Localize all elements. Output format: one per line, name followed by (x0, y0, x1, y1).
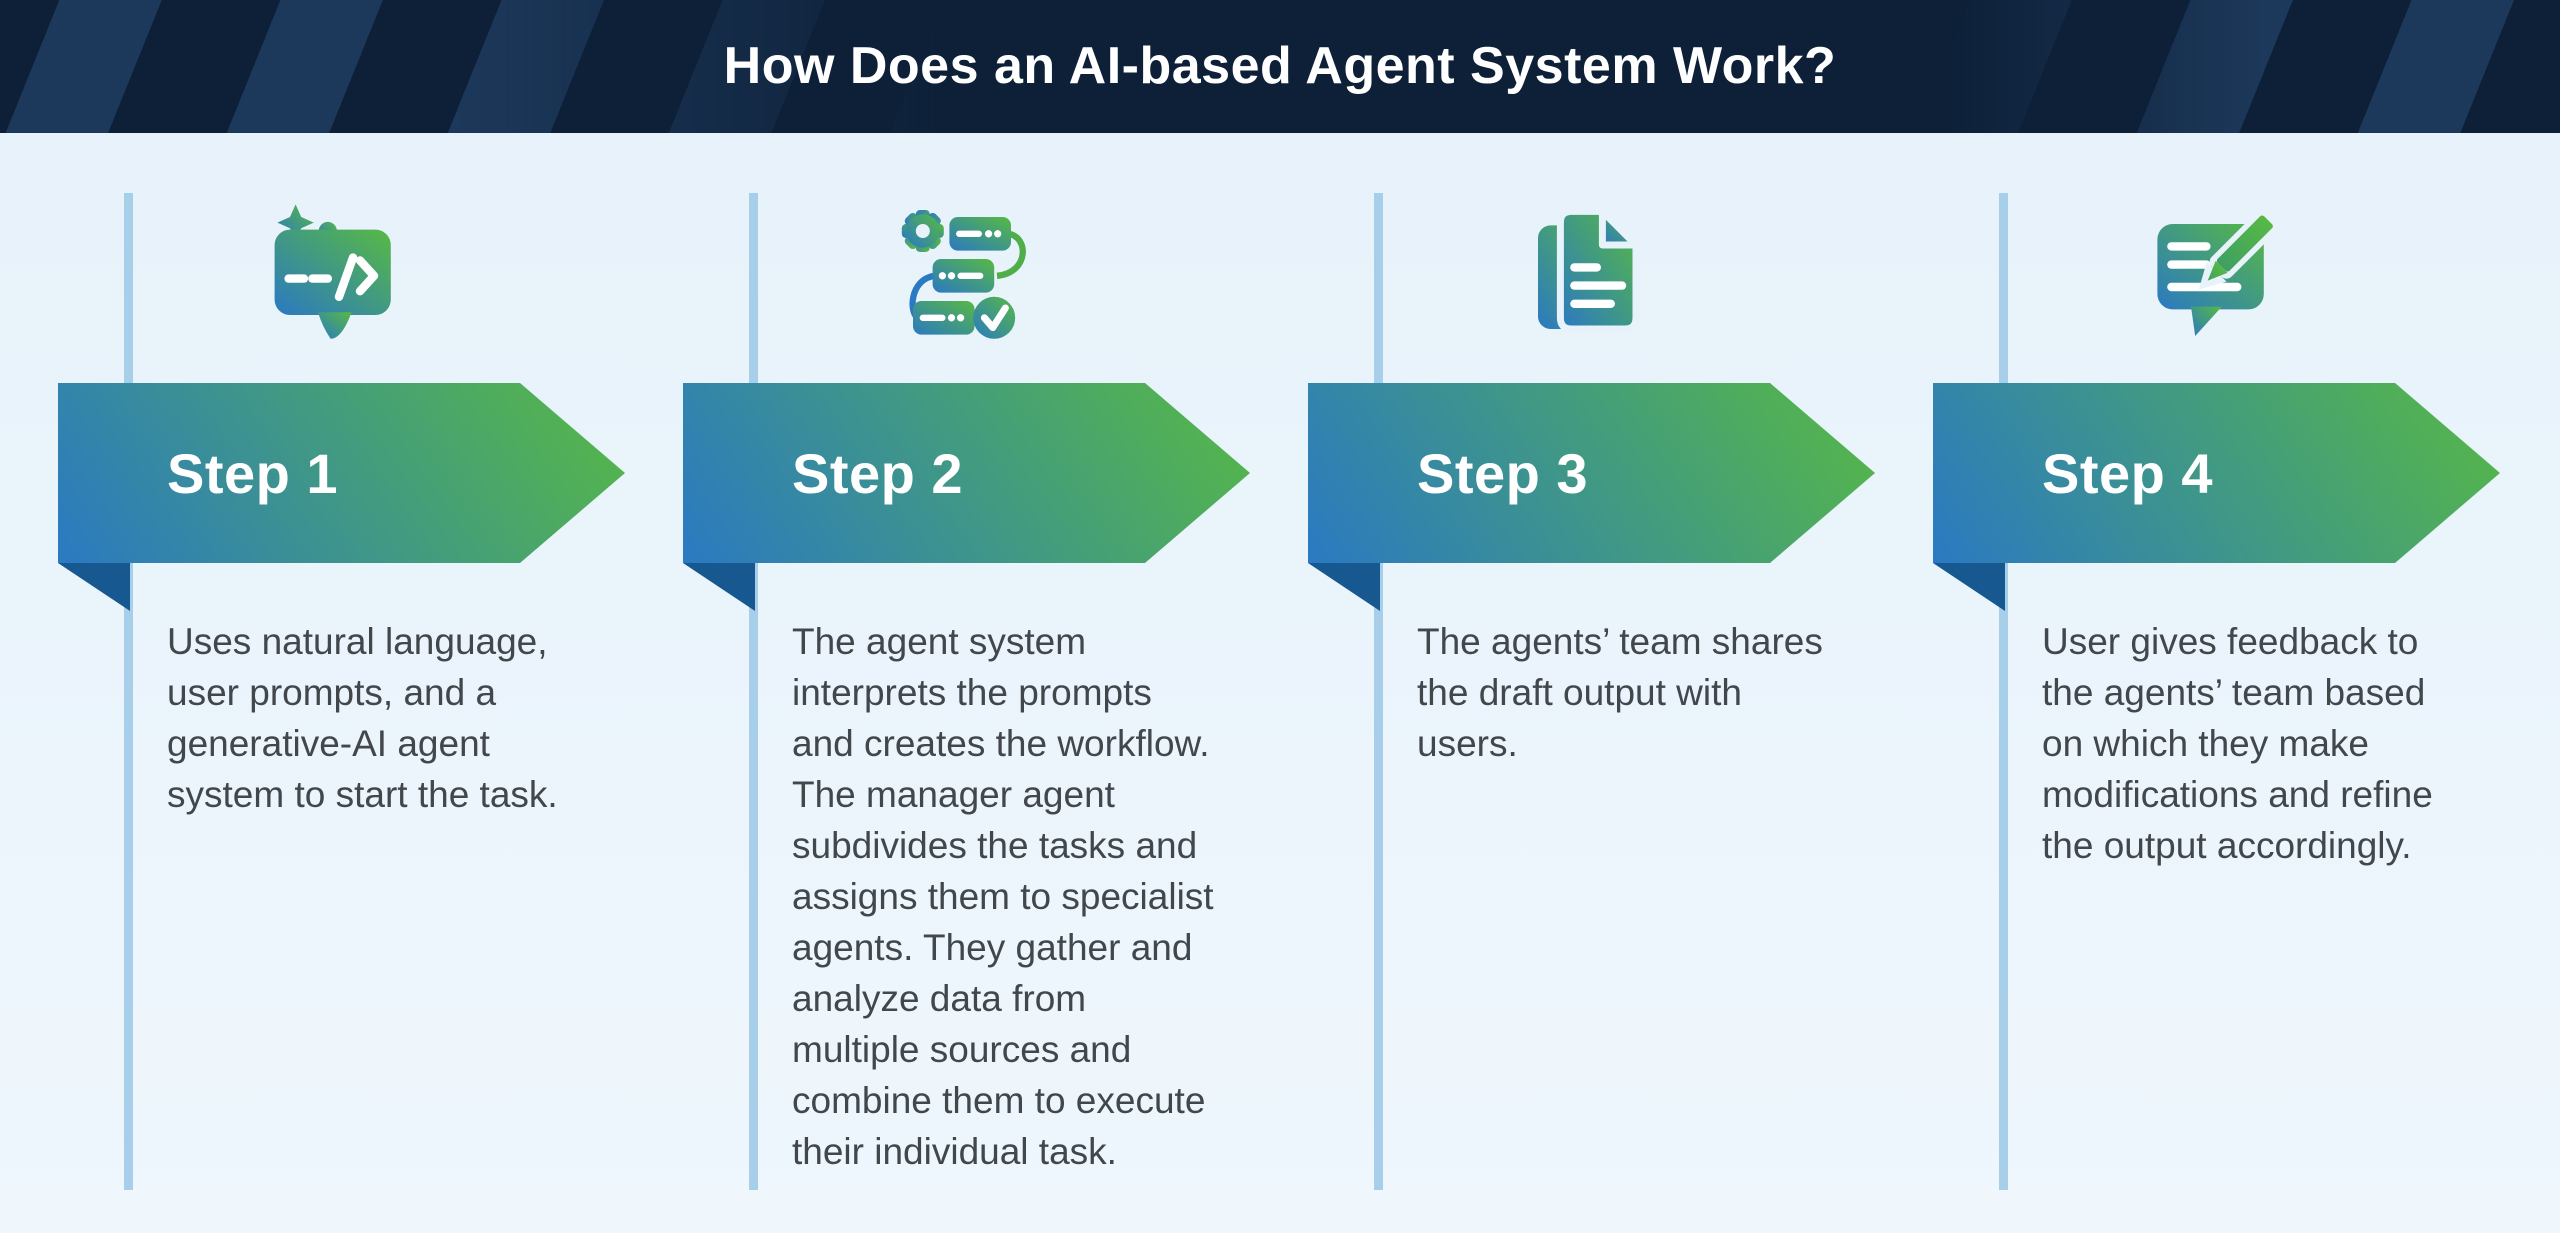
timeline-line (749, 193, 758, 1190)
content-panel (0, 133, 2560, 1233)
step-banner: Step 3 (1308, 383, 1875, 563)
timeline-line (1999, 193, 2008, 1190)
header-stripes-left-decoration (0, 0, 1000, 133)
step1-icon (262, 203, 402, 343)
step-label: Step 4 (2042, 441, 2214, 505)
step3-icon (1524, 203, 1664, 343)
code-chat-bubble-icon (274, 204, 391, 339)
step-label: Step 2 (792, 441, 964, 505)
timeline-line (124, 193, 133, 1190)
timeline-line (1374, 193, 1383, 1190)
step4-icon (2149, 203, 2289, 343)
workflow-gear-tasks-icon (901, 210, 1026, 339)
step-description: The agent system interprets the prompts … (792, 621, 1214, 1172)
draft-documents-icon (1538, 207, 1640, 333)
header-stripes-right-decoration (1910, 0, 2560, 133)
step-label: Step 3 (1417, 441, 1589, 505)
feedback-edit-bubble-icon (2157, 211, 2278, 336)
page-title: How Does an AI-based Agent System Work? (723, 37, 1837, 95)
step-label: Step 1 (167, 441, 339, 505)
step-banner: Step 2 (683, 383, 1250, 563)
step-description: User gives feedback to the agents’ team … (2042, 621, 2433, 866)
step2-icon (899, 203, 1039, 343)
step-banner: Step 4 (1933, 383, 2500, 563)
step-description: Uses natural language, user prompts, and… (167, 621, 558, 815)
step-banner: Step 1 (58, 383, 625, 563)
step-description: The agents’ team shares the draft output… (1417, 621, 1823, 764)
title-bar: How Does an AI-based Agent System Work? (0, 0, 2560, 133)
